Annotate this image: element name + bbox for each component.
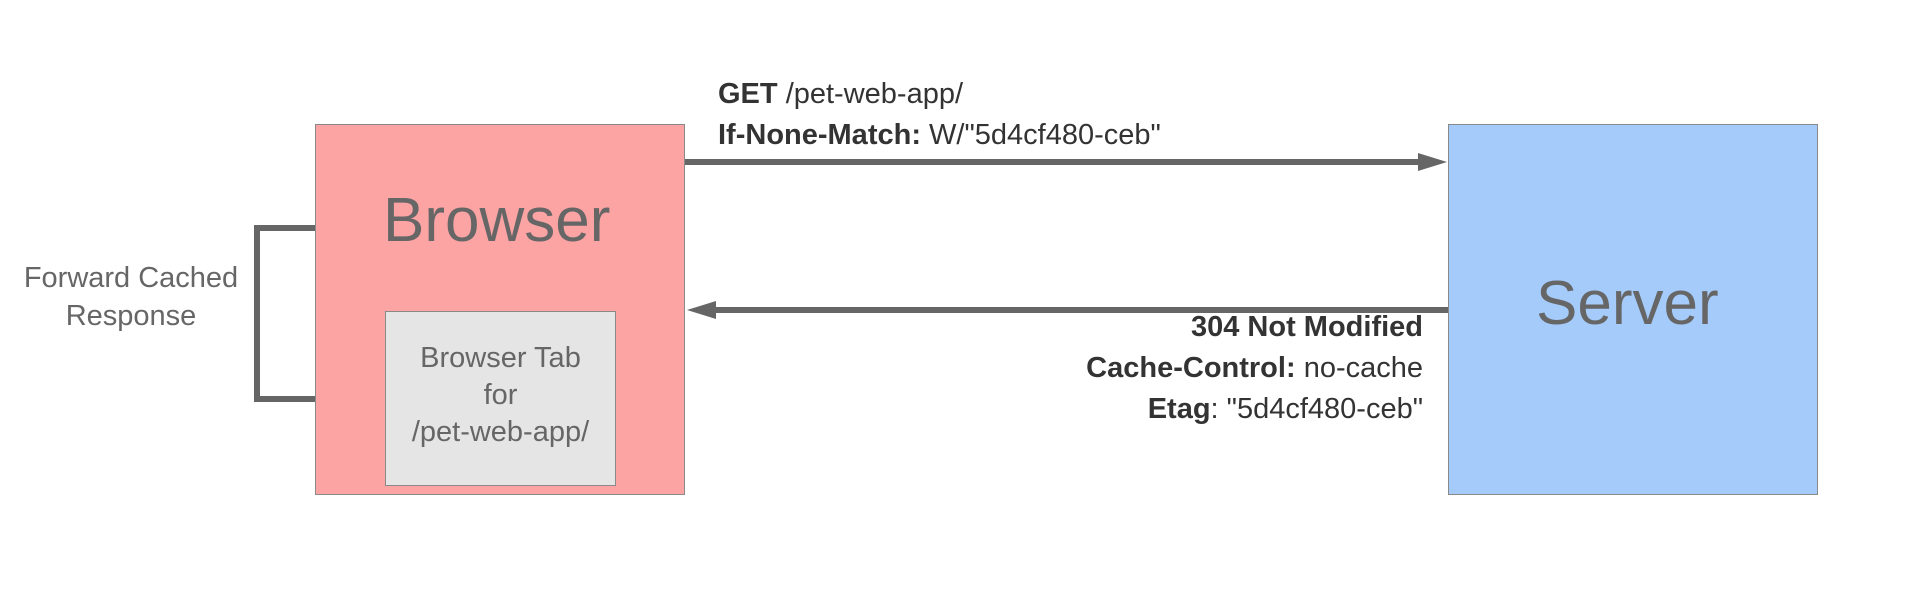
- response-status-text: 304 Not Modified: [1190, 311, 1423, 343]
- etag-value: : "5d4cf480-ceb": [1210, 393, 1423, 425]
- forward-cached-response-label: Forward Cached Response: [0, 259, 262, 335]
- response-arrow: [687, 301, 1448, 319]
- etag-name: Etag: [1147, 393, 1211, 425]
- response-status: 304 Not Modified: [1191, 311, 1423, 344]
- browser-tab-label: Browser Tab for /pet-web-app/: [385, 340, 616, 451]
- browser-tab-node: [385, 311, 616, 486]
- request-line: GET /pet-web-app/: [718, 78, 963, 111]
- server-node: [1448, 124, 1818, 495]
- browser-tab-label-line: Browser Tab: [420, 342, 581, 374]
- forward-label-line: Response: [65, 300, 197, 332]
- request-path: /pet-web-app/: [785, 78, 964, 110]
- request-method: GET: [718, 78, 778, 110]
- browser-title: Browser: [383, 186, 611, 255]
- request-arrow: [685, 153, 1447, 171]
- request-header-name: If-None-Match:: [718, 119, 921, 151]
- request-header-if-none-match: If-None-Match: W/"5d4cf480-ceb": [718, 119, 1161, 152]
- cache-control-name: Cache-Control:: [1086, 352, 1296, 384]
- cache-control-value: no-cache: [1303, 352, 1423, 384]
- response-header-cache-control: Cache-Control: no-cache: [1086, 352, 1423, 385]
- browser-tab-label-line: /pet-web-app/: [411, 416, 590, 448]
- response-header-etag: Etag: "5d4cf480-ceb": [1148, 393, 1423, 426]
- server-title: Server: [1536, 269, 1719, 338]
- browser-tab-label-line: for: [483, 379, 518, 411]
- request-header-value: W/"5d4cf480-ceb": [929, 119, 1161, 151]
- forward-label-line: Forward Cached: [23, 262, 239, 294]
